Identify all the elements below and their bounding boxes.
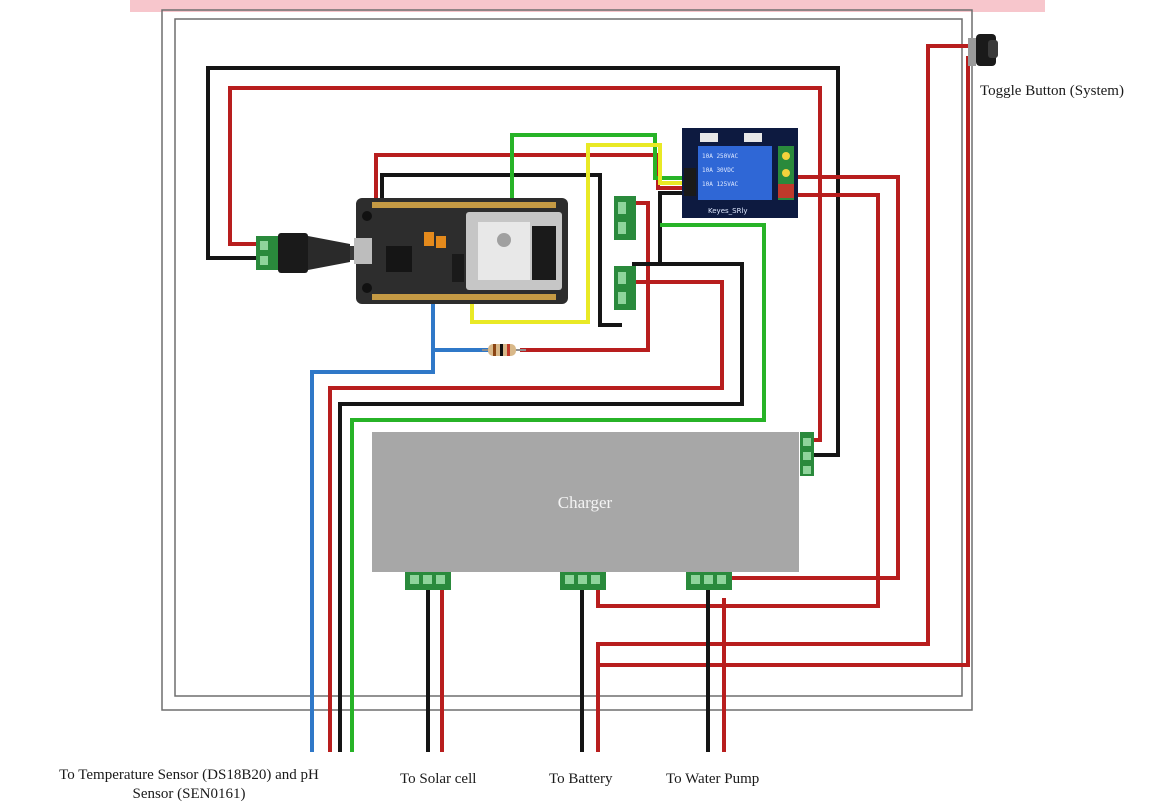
- relay-module: [682, 128, 798, 218]
- terminal-block-lower: [614, 266, 636, 310]
- sensor-label: To Temperature Sensor (DS18B20) and pH S…: [8, 766, 370, 804]
- wire-green-esp-relay: [510, 133, 684, 200]
- wire-black-power: [206, 66, 840, 457]
- toggle-label: Toggle Button (System): [980, 83, 1124, 99]
- wire-red-toggle-1: [596, 44, 972, 752]
- relay-spec-line2: 10A 30VDC: [702, 167, 735, 174]
- terminal-block-upper: [614, 196, 636, 240]
- wire-red-term-low: [328, 280, 724, 752]
- pump-label: To Water Pump: [666, 771, 760, 787]
- relay-module-name: Keyes_SRly: [708, 207, 748, 215]
- charger-terminal-top-right: [800, 432, 814, 476]
- wire-black-term-low: [338, 262, 744, 752]
- dc-jack: [256, 233, 358, 273]
- charger-label: Charger: [558, 493, 613, 512]
- solar-label: To Solar cell: [400, 771, 477, 787]
- sensor-label-line1: To Temperature Sensor (DS18B20) and pH: [59, 767, 319, 783]
- relay-spec-line3: 10A 125VAC: [702, 181, 739, 188]
- battery-label: To Battery: [549, 771, 613, 787]
- charger-terminal-pump: [686, 572, 732, 590]
- charger-terminal-battery: [560, 572, 606, 590]
- wire-red-power: [228, 86, 822, 442]
- relay-spec-line1: 10A 250VAC: [702, 153, 739, 160]
- wire-green-main: [350, 223, 766, 752]
- wire-yellow-signal: [470, 143, 684, 324]
- wire-black-esp-terminal: [380, 173, 622, 327]
- wire-blue-sensor: [310, 300, 435, 752]
- charger-box: [372, 432, 799, 572]
- enclosure-inner: [174, 18, 963, 697]
- resistor: [482, 344, 526, 356]
- top-banner: [130, 0, 1045, 12]
- wire-red-term-link: [520, 201, 650, 352]
- wire-red-relay-pump: [712, 175, 900, 580]
- wire-red-esp-relay: [374, 153, 684, 200]
- esp32-board: [354, 198, 568, 304]
- toggle-switch: [968, 34, 998, 66]
- sensor-label-line2: Sensor (SEN0161): [132, 786, 246, 802]
- charger-terminal-solar: [405, 572, 451, 590]
- enclosure-outer: [161, 9, 973, 711]
- wire-red-relay-battery: [596, 193, 880, 608]
